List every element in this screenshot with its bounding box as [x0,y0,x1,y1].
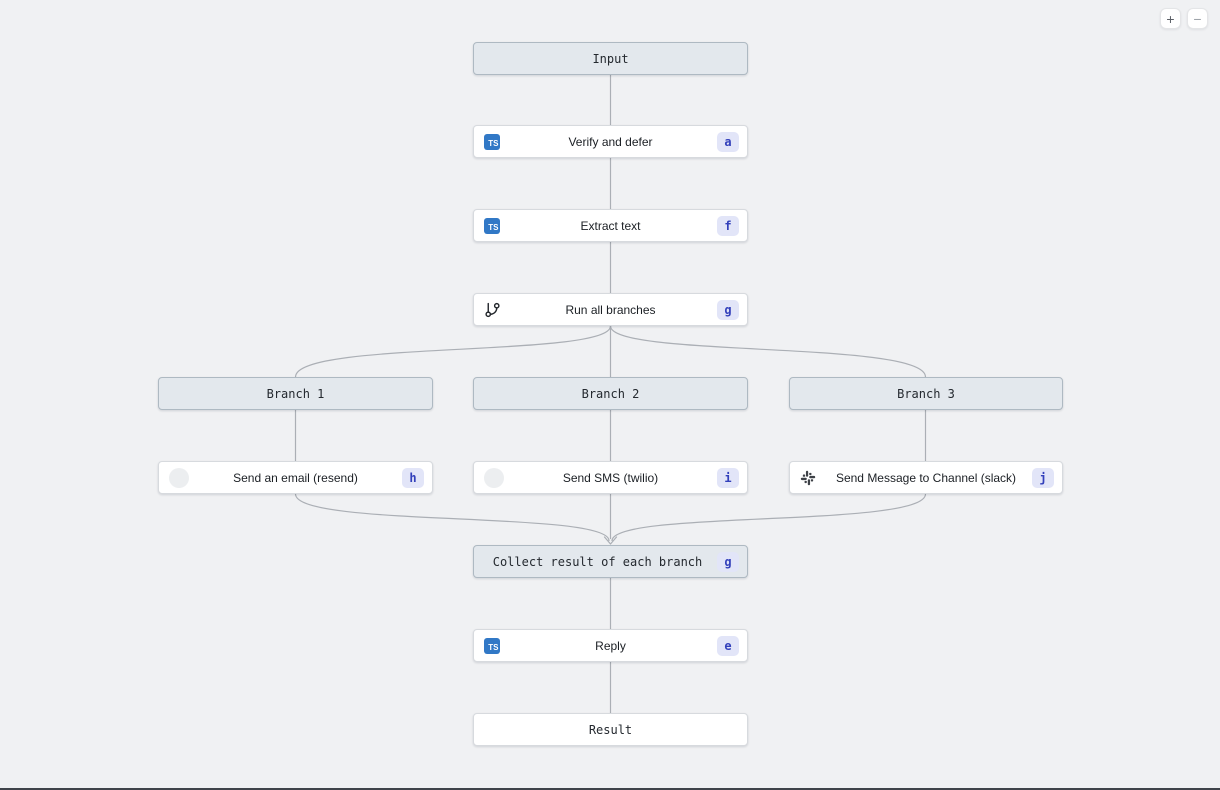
edge-run-branch1 [294,325,612,378]
edge-email-collect [294,493,610,542]
step-badge: f [717,215,739,236]
node-label: Run all branches [565,302,656,317]
node-label: Input [592,51,629,66]
node-branch-2[interactable]: Branch 2 [473,377,748,410]
zoom-in-button[interactable]: + [1160,8,1181,29]
node-extract-text[interactable]: TS Extract text f [473,209,748,242]
edge-slack-collect [611,493,927,542]
step-badge: a [717,131,739,152]
node-branch-1[interactable]: Branch 1 [158,377,433,410]
twilio-icon [484,467,504,488]
node-label: Collect result of each branch [492,554,703,569]
step-badge: h [402,467,424,488]
typescript-icon: TS [484,637,500,654]
node-verify-and-defer[interactable]: TS Verify and defer a [473,125,748,158]
node-send-message-slack[interactable]: Send Message to Channel (slack) j [789,461,1063,494]
zoom-out-button[interactable]: − [1187,8,1208,29]
node-label: Send Message to Channel (slack) [835,470,1017,485]
slack-icon [800,470,816,486]
node-label: Send SMS (twilio) [562,470,659,485]
edge-run-branch3 [609,325,927,378]
step-badge: e [717,635,739,656]
window-bottom-edge [0,788,1220,790]
node-branch-3[interactable]: Branch 3 [789,377,1063,410]
node-send-sms-twilio[interactable]: Send SMS (twilio) i [473,461,748,494]
node-label: Result [588,722,633,737]
node-reply[interactable]: TS Reply e [473,629,748,662]
step-badge: g [717,299,739,320]
node-send-email-resend[interactable]: Send an email (resend) h [158,461,433,494]
node-label: Branch 3 [897,386,955,401]
node-run-all-branches[interactable]: Run all branches g [473,293,748,326]
node-result[interactable]: Result [473,713,748,746]
step-badge: j [1032,467,1054,488]
node-input[interactable]: Input [473,42,748,75]
edge-arrowhead [603,536,618,545]
node-label: Branch 1 [266,386,325,401]
node-label: Reply [595,638,626,653]
step-badge: i [717,467,739,488]
node-label: Send an email (resend) [233,470,358,485]
node-label: Branch 2 [581,386,640,401]
typescript-icon: TS [484,217,500,234]
typescript-icon: TS [484,133,500,150]
zoom-controls: + − [1160,8,1208,29]
node-collect-result[interactable]: Collect result of each branch g [473,545,748,578]
git-branch-icon [484,301,501,318]
step-badge: g [717,551,739,572]
node-label: Verify and defer [568,134,653,149]
resend-icon [169,467,189,488]
node-label: Extract text [580,218,641,233]
